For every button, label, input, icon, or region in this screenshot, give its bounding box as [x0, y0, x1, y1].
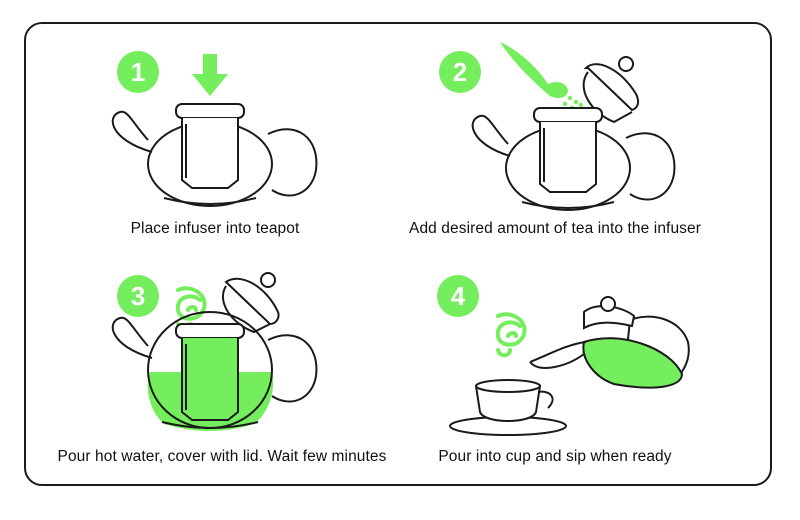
step-number-badge: 4: [437, 275, 479, 317]
svg-text:4: 4: [451, 281, 466, 311]
step-caption: Place infuser into teapot: [130, 220, 300, 237]
svg-text:3: 3: [131, 281, 145, 311]
step-caption: Pour into cup and sip when ready: [438, 448, 672, 465]
step-3-panel: 3 Pour hot water, cover with lid. Wait f…: [40, 262, 410, 492]
teapot-icon: [529, 296, 690, 389]
svg-text:2: 2: [453, 57, 467, 87]
step-1-panel: 1 Place infuser into teapot: [40, 40, 410, 270]
step-caption: Add desired amount of tea into the infus…: [409, 220, 701, 237]
down-arrow-icon: [192, 54, 228, 96]
infuser-icon: [175, 103, 245, 189]
infuser-icon: [175, 323, 245, 421]
step-number-badge: 2: [439, 51, 481, 93]
step-caption: Pour hot water, cover with lid. Wait few…: [57, 448, 387, 465]
instruction-frame: [24, 22, 772, 486]
svg-text:1: 1: [131, 57, 145, 87]
teapot-icon: [111, 311, 318, 429]
infuser-icon: [533, 107, 603, 193]
step-4-panel: 4 Pour into cup and sip when ready: [400, 262, 770, 492]
spoon-icon: [500, 42, 568, 98]
steam-swirl-icon: [495, 312, 527, 358]
lid-icon: [221, 272, 280, 334]
lid-icon: [582, 56, 640, 124]
step-number-badge: 1: [117, 51, 159, 93]
step-number-badge: 3: [117, 275, 159, 317]
step-2-panel: 2 Add desired amount of tea into the inf…: [400, 28, 770, 258]
teacup-icon: [449, 379, 567, 436]
